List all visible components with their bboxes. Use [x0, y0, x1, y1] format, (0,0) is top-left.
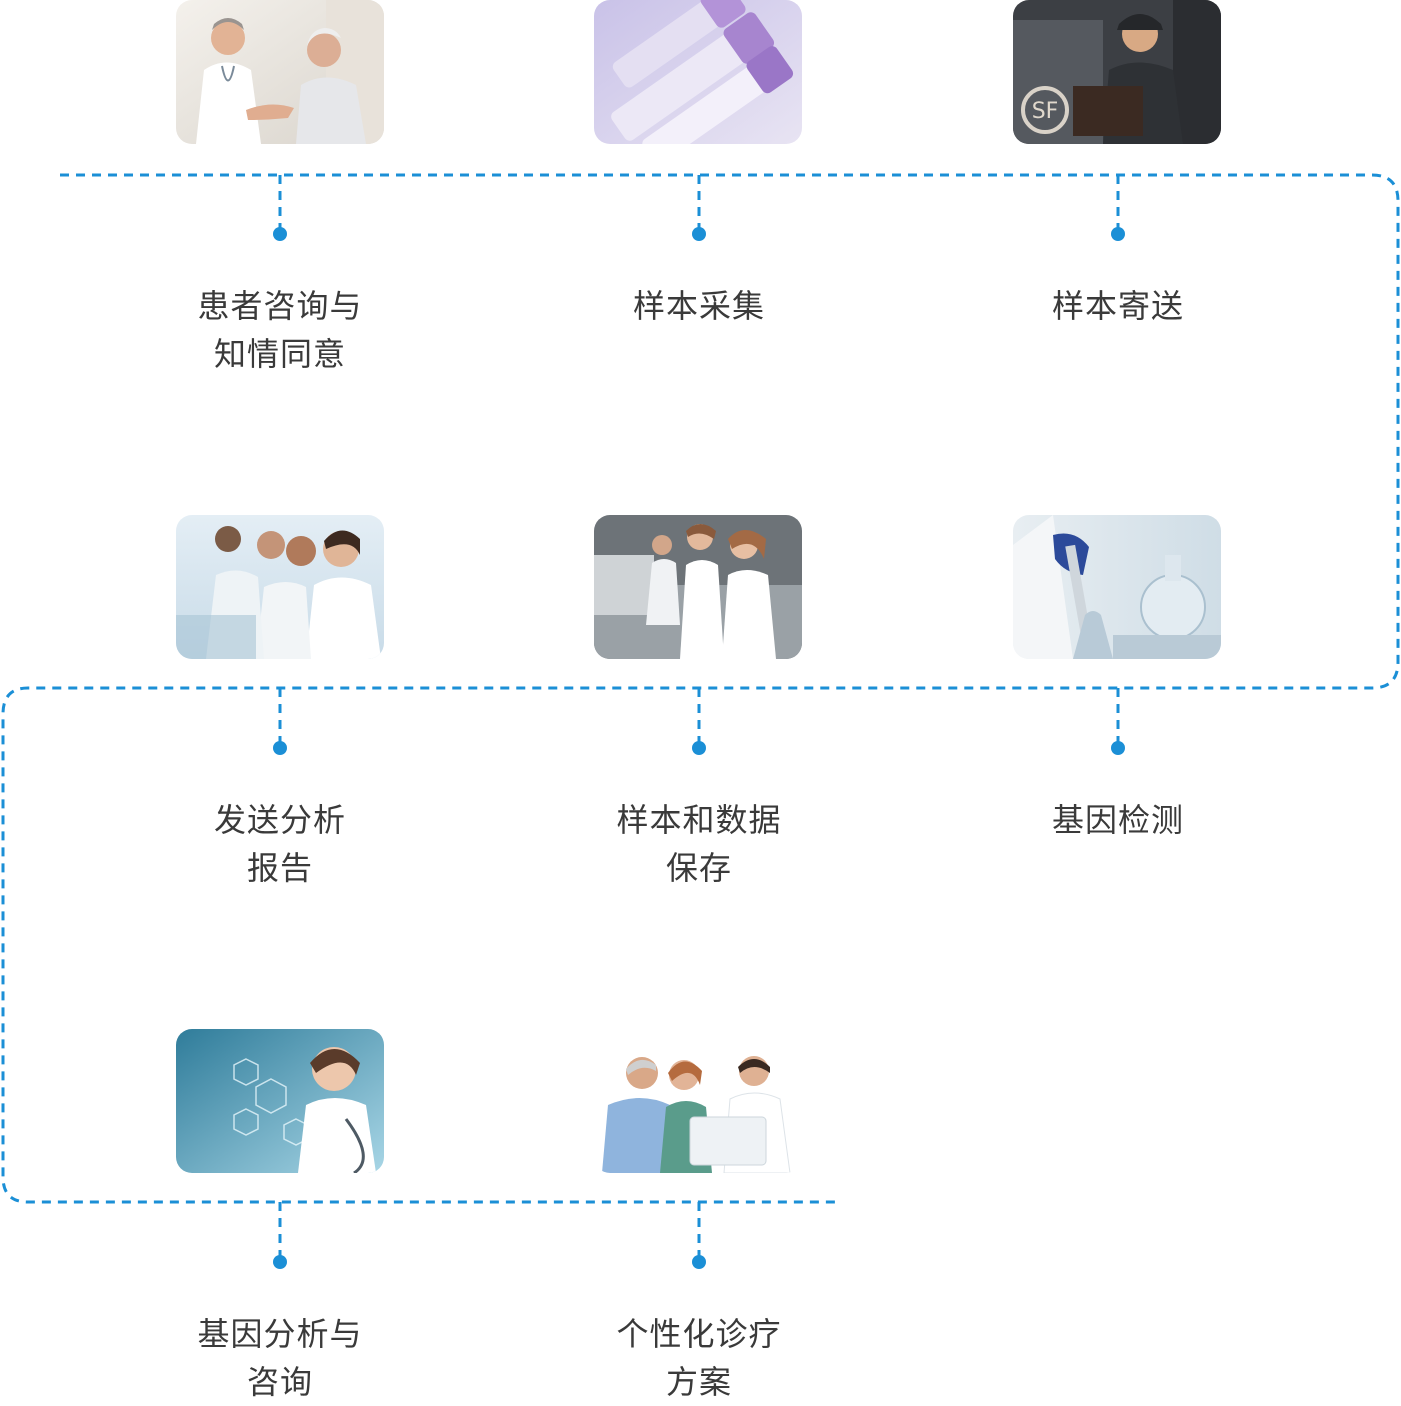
doctor-patient-handshake-photo	[176, 0, 384, 144]
step-label-report: 发送分析 报告	[213, 801, 346, 887]
dot-analysis	[273, 1255, 287, 1269]
step-label-test: 基因检测	[1051, 801, 1184, 839]
call-center-photo	[176, 515, 384, 659]
step-label-collect: 样本采集	[632, 287, 765, 325]
dot-consult	[273, 227, 287, 241]
doctor-health-interface-photo	[176, 1029, 384, 1173]
dot-store	[692, 741, 706, 755]
dot-treatment	[692, 1255, 706, 1269]
step-label-ship: 样本寄送	[1051, 287, 1184, 325]
dot-collect	[692, 227, 706, 241]
step-label-treatment: 个性化诊疗 方案	[616, 1315, 782, 1401]
lab-scientists-photo	[594, 515, 802, 659]
step-label-analysis: 基因分析与 咨询	[197, 1315, 363, 1401]
step-label-consult: 患者咨询与 知情同意	[197, 287, 363, 373]
step-label-store: 样本和数据 保存	[616, 801, 782, 887]
blood-sample-tubes-photo	[594, 0, 802, 144]
dot-ship	[1111, 227, 1125, 241]
courier-with-package-photo: SF	[1013, 0, 1221, 144]
lab-pipette-photo	[1013, 515, 1221, 659]
doctor-family-laptop-photo	[594, 1029, 802, 1173]
svg-text:SF: SF	[1032, 99, 1059, 124]
dot-report	[273, 741, 287, 755]
dot-test	[1111, 741, 1125, 755]
